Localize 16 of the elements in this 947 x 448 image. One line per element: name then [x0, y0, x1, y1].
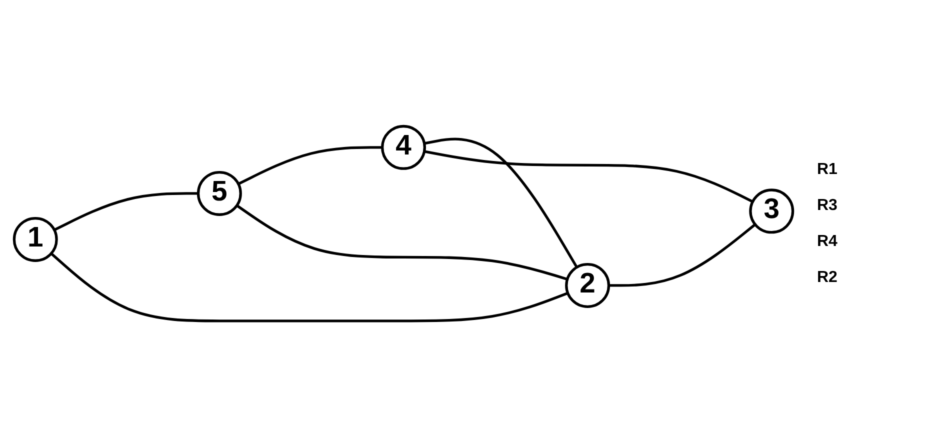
vertex-circle: 4 [381, 125, 426, 170]
vertex-circle: 1 [12, 217, 58, 262]
edge-line [238, 146, 382, 186]
vertex-circle: 3 [749, 189, 794, 234]
edge-line [54, 192, 198, 232]
edge-line [424, 150, 754, 204]
vertex-circle: 5 [196, 171, 242, 216]
edge-line [236, 204, 568, 281]
edge-line [50, 252, 568, 323]
region-label: R4 [817, 233, 838, 251]
region-label: R1 [817, 161, 838, 179]
vertex-circle: 2 [565, 263, 610, 308]
edge-line [608, 224, 756, 288]
region-label: R2 [817, 269, 838, 287]
edge-line [424, 138, 578, 268]
region-label: R3 [817, 197, 838, 215]
